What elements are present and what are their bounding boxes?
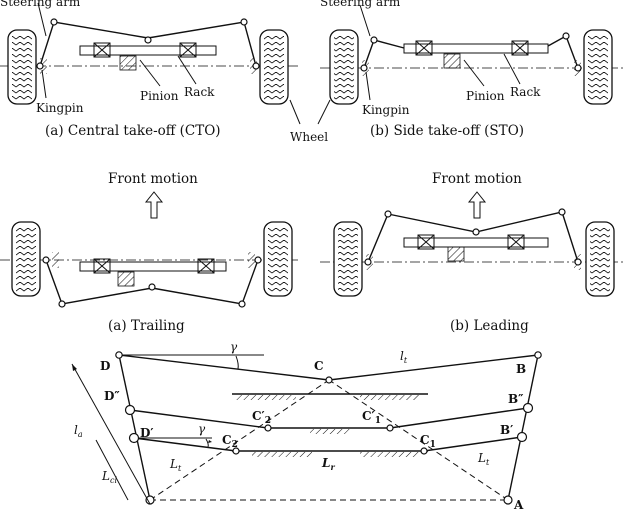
rack-bar (403, 237, 549, 248)
label-point-c1-prime: C′1 (362, 409, 381, 426)
label-pinion: Pinion (466, 89, 505, 103)
label-lt-right: Lt (477, 451, 490, 467)
tie-rod-linkage (367, 211, 579, 263)
label-point-d-double-prime: D″ (104, 389, 120, 403)
tie-rod-left (363, 39, 405, 69)
label-gamma-top: γ (230, 340, 238, 354)
panel-geometry: D D″ D′ C C′2 C′1 C2 C1 B B″ B′ A γ γ lt… (71, 340, 542, 512)
pinion-gear (119, 55, 137, 71)
pinion-gear (447, 246, 465, 262)
label-point-d-prime: D′ (140, 426, 154, 440)
wheel-left (333, 221, 363, 297)
label-gamma-low: γ (198, 422, 206, 436)
label-point-c2-prime: C′2 (252, 409, 271, 426)
label-point-c2: C2 (222, 433, 238, 450)
label-point-d: D (100, 359, 110, 373)
wheel-right (585, 221, 615, 297)
pinion-gear (443, 53, 461, 69)
label-point-c1: C1 (420, 433, 436, 450)
panel-leading: Front motion (b) Leading (320, 171, 623, 334)
tie-rod-cb (328, 354, 539, 381)
tie-rod-d2-c2p (129, 409, 269, 429)
panel-central-take-off: Steering arm Kingpin Pinion Rack (a) Cen… (0, 0, 300, 139)
label-rack: Rack (184, 85, 215, 99)
wheel-left (11, 221, 41, 297)
label-pinion: Pinion (140, 89, 179, 103)
label-kingpin: Kingpin (362, 103, 410, 117)
panel-trailing: Front motion (a) Trailing (0, 171, 300, 334)
tie-rod-d1-c2 (133, 437, 237, 452)
tie-rod-linkage (39, 21, 257, 67)
caption-leading: (b) Leading (450, 318, 529, 334)
caption-central-take-off: (a) Central take-off (CTO) (45, 123, 221, 139)
label-lcl: Lcl (101, 469, 117, 485)
wheel-right (583, 29, 613, 105)
pinion-gear (117, 271, 135, 287)
wheel-callout: Wheel (289, 99, 331, 144)
caption-side-take-off: (b) Side take-off (STO) (370, 123, 524, 139)
label-rack: Rack (510, 85, 541, 99)
label-kingpin: Kingpin (36, 101, 84, 115)
panel-side-take-off: Steering arm Kingpin Pinion Rack (b) Sid… (320, 0, 623, 139)
label-point-b: B (516, 362, 526, 376)
wheel-right (259, 29, 289, 105)
front-motion-arrow (467, 191, 487, 219)
pivot-right (503, 495, 513, 505)
rack-bar (79, 45, 217, 56)
wheel-left (7, 29, 37, 105)
wheel-right (263, 221, 293, 297)
wheel-left (329, 29, 359, 105)
rack-bar (403, 43, 549, 54)
label-front-motion: Front motion (108, 171, 198, 187)
label-steering-arm: Steering arm (320, 0, 401, 9)
label-point-b-prime: B′ (500, 423, 513, 437)
arm-right (507, 354, 539, 501)
label-la: la (74, 423, 83, 439)
label-front-motion: Front motion (432, 171, 522, 187)
label-steering-arm: Steering arm (0, 0, 81, 9)
front-motion-arrow (144, 191, 164, 219)
label-lr: Lr (321, 456, 335, 472)
tie-rod-c1p-b2 (389, 407, 529, 429)
tie-rod-dc (118, 354, 330, 381)
arm-left (118, 354, 151, 501)
label-lt-top: lt (400, 349, 408, 365)
label-lt-left: Lt (169, 457, 182, 473)
rack-bar (79, 261, 227, 272)
label-point-b-double-prime: B″ (508, 392, 524, 406)
tie-rod-c1-b1 (423, 436, 523, 452)
caption-trailing: (a) Trailing (108, 318, 185, 334)
tie-rod-right (547, 34, 579, 69)
label-point-c: C (314, 359, 324, 373)
label-wheel: Wheel (290, 130, 328, 144)
label-point-a: A (513, 498, 524, 512)
